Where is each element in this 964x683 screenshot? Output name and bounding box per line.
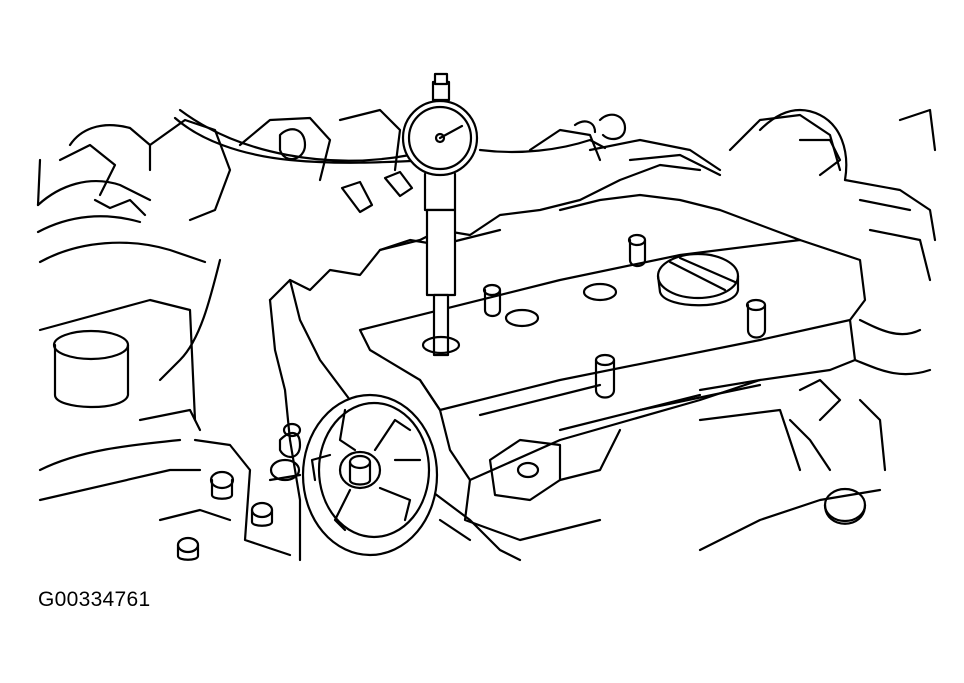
right-hoses xyxy=(528,108,937,552)
crank-pulley xyxy=(301,393,439,557)
gauge-tool xyxy=(178,72,607,357)
left-hoses-and-brackets xyxy=(36,108,432,382)
valve-cover xyxy=(358,193,867,542)
bracket xyxy=(428,428,622,562)
reservoir-cap xyxy=(38,298,232,522)
oil-filler-cap xyxy=(656,252,740,307)
mount-bolts xyxy=(176,438,292,561)
figure-code: G00334761 xyxy=(38,588,151,611)
